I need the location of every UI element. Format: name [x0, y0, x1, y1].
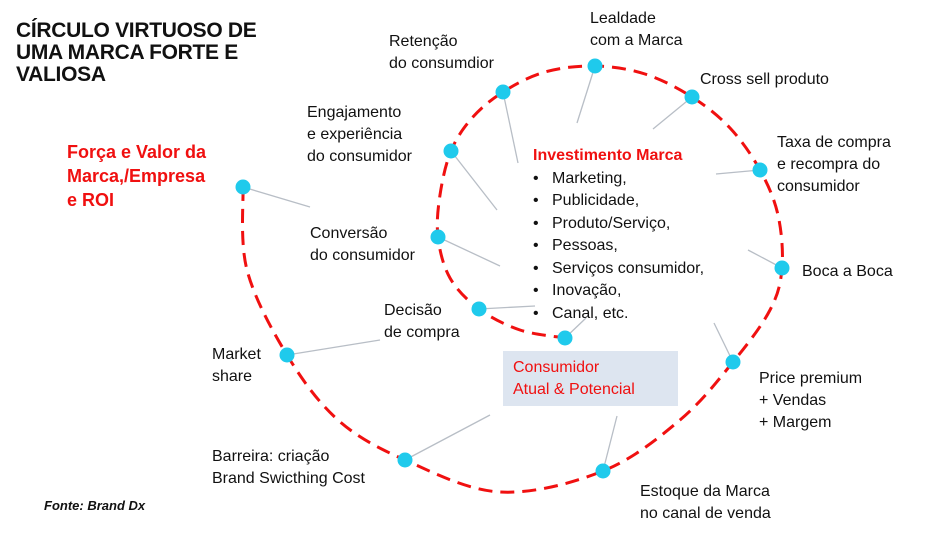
node-label-line: Engajamento — [307, 104, 402, 121]
node-dot-start — [235, 179, 251, 195]
start-label: Força e Valor da Marca,/Empresa e ROI — [67, 140, 206, 212]
node-label-line: Estoque da Marca — [640, 483, 770, 500]
node-dot-canal — [557, 330, 573, 346]
list-item: Serviços consumidor, — [533, 258, 704, 281]
connector-retencao — [502, 91, 519, 164]
diagram-title: CÍRCULO VIRTUOSO DE UMA MARCA FORTE E VA… — [16, 19, 257, 86]
start-label-line: Marca,/Empresa — [67, 166, 206, 186]
node-label-crosssell: Cross sell produto — [700, 69, 829, 91]
source-note: Fonte: Brand Dx — [44, 498, 146, 513]
node-label-line: do consumidor — [310, 247, 415, 264]
connector-start — [242, 186, 311, 208]
node-label-line: de compra — [384, 324, 460, 341]
node-label-line: Retenção — [389, 33, 458, 50]
node-dot-estoque — [595, 463, 611, 479]
node-label-line: + Margem — [759, 414, 832, 431]
node-dot-engajamento — [443, 143, 459, 159]
list-item: Marketing, — [533, 168, 704, 191]
connector-decisao — [478, 305, 536, 310]
node-label-line: + Vendas — [759, 392, 827, 409]
node-dot-price — [725, 354, 741, 370]
node-dot-decisao — [471, 301, 487, 317]
node-label-line: e experiência — [307, 126, 403, 143]
list-item: Publicidade, — [533, 190, 704, 213]
node-label-line: Price premium — [759, 370, 863, 387]
node-label-line: Decisão — [384, 302, 442, 319]
start-label-line: e ROI — [67, 190, 115, 210]
node-label-taxa: Taxa de compra e recompra do consumidor — [777, 132, 891, 198]
node-dot-market — [279, 347, 295, 363]
node-label-line: com a Marca — [590, 32, 683, 49]
node-label-lealdade: Lealdade com a Marca — [590, 8, 682, 52]
node-label-estoque: Estoque da Marca no canal de venda — [640, 481, 771, 525]
connector-market — [286, 339, 381, 356]
investment-block: Investimento Marca Marketing, Publicidad… — [533, 145, 704, 325]
node-dot-boca — [774, 260, 790, 276]
consumer-box-line: Consumidor — [513, 359, 600, 376]
node-label-line: Market — [212, 346, 261, 363]
investment-heading: Investimento Marca — [533, 147, 683, 164]
node-dot-conversao — [430, 229, 446, 245]
node-label-line: Lealdade — [590, 10, 656, 27]
node-label-line: do consumidor — [307, 148, 412, 165]
node-label-line: share — [212, 368, 253, 385]
connector-crosssell — [652, 96, 693, 130]
node-label-line: do consumdior — [389, 55, 494, 72]
node-dot-taxa — [752, 162, 768, 178]
node-label-market: Market share — [212, 344, 261, 388]
title-line: VALIOSA — [16, 63, 106, 86]
node-label-line: Cross sell produto — [700, 71, 829, 88]
node-label-retencao: Retenção do consumdior — [389, 31, 494, 75]
node-label-line: e recompra do — [777, 156, 881, 173]
title-line: UMA MARCA FORTE E — [16, 41, 238, 64]
node-label-line: Brand Swicthing Cost — [212, 470, 365, 487]
node-label-line: Boca a Boca — [802, 263, 893, 280]
node-label-boca: Boca a Boca — [802, 261, 893, 283]
consumer-box: Consumidor Atual & Potencial — [503, 351, 678, 406]
connector-engajamento — [450, 150, 498, 211]
node-label-price: Price premium + Vendas + Margem — [759, 368, 862, 434]
title-line: CÍRCULO VIRTUOSO DE — [16, 19, 257, 42]
consumer-box-line: Atual & Potencial — [513, 381, 635, 398]
investment-list: Marketing, Publicidade, Produto/Serviço,… — [533, 168, 704, 326]
node-label-line: Taxa de compra — [777, 134, 891, 151]
list-item: Produto/Serviço, — [533, 213, 704, 236]
node-label-line: no canal de venda — [640, 505, 771, 522]
connector-estoque — [602, 415, 618, 472]
node-label-line: consumidor — [777, 178, 860, 195]
start-label-line: Força e Valor da — [67, 142, 207, 162]
list-item: Pessoas, — [533, 235, 704, 258]
node-label-engajamento: Engajamento e experiência do consumidor — [307, 102, 412, 168]
node-label-line: Conversão — [310, 225, 388, 242]
connector-barreira — [404, 414, 491, 461]
connector-conversao — [437, 236, 501, 267]
node-dot-crosssell — [684, 89, 700, 105]
list-item: Canal, etc. — [533, 303, 704, 326]
node-label-conversao: Conversão do consumidor — [310, 223, 415, 267]
connector-lealdade — [576, 65, 596, 124]
node-dot-retencao — [495, 84, 511, 100]
list-item: Inovação, — [533, 280, 704, 303]
node-dot-lealdade — [587, 58, 603, 74]
node-dot-barreira — [397, 452, 413, 468]
node-label-decisao: Decisão de compra — [384, 300, 460, 344]
node-label-line: Barreira: criação — [212, 448, 330, 465]
